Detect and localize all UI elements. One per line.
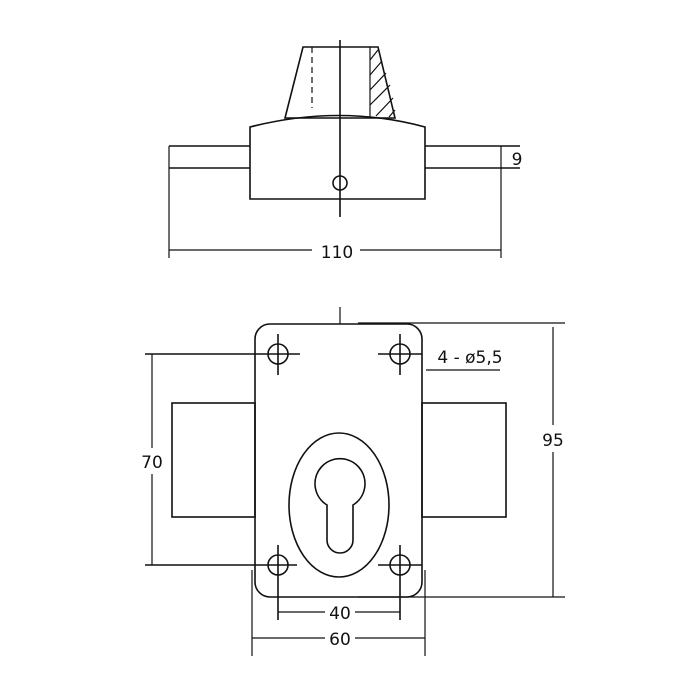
- bolt-left-top: [169, 145, 250, 169]
- bolt-right: [421, 402, 507, 518]
- keyhole-icon: [314, 457, 366, 554]
- escutcheon-oval: [288, 432, 390, 578]
- mounting-hole: [145, 334, 300, 375]
- pin-hole: [332, 175, 348, 191]
- bolt-left: [171, 402, 256, 518]
- mounting-hole: [378, 545, 422, 620]
- hole-note-label: 4 - ø5,5: [437, 348, 502, 368]
- dim-110-label: 110: [321, 243, 353, 263]
- dim-60-label: 60: [329, 630, 351, 650]
- top-view: 9 110: [168, 40, 523, 263]
- dim-40-label: 40: [329, 604, 351, 624]
- mounting-plate: [254, 323, 423, 598]
- bolt-right-top: [425, 145, 520, 169]
- hatch-section: [369, 47, 396, 118]
- dim-9-label: 9: [512, 150, 523, 170]
- dim-70-label: 70: [141, 453, 163, 473]
- dim-95-label: 95: [542, 431, 564, 451]
- mounting-hole: [378, 334, 422, 375]
- knob-taper: [283, 46, 397, 119]
- lock-body-top: [249, 114, 426, 200]
- front-view: 70 95 4 - ø5,5 40 60: [141, 307, 565, 656]
- mounting-hole: [145, 545, 297, 620]
